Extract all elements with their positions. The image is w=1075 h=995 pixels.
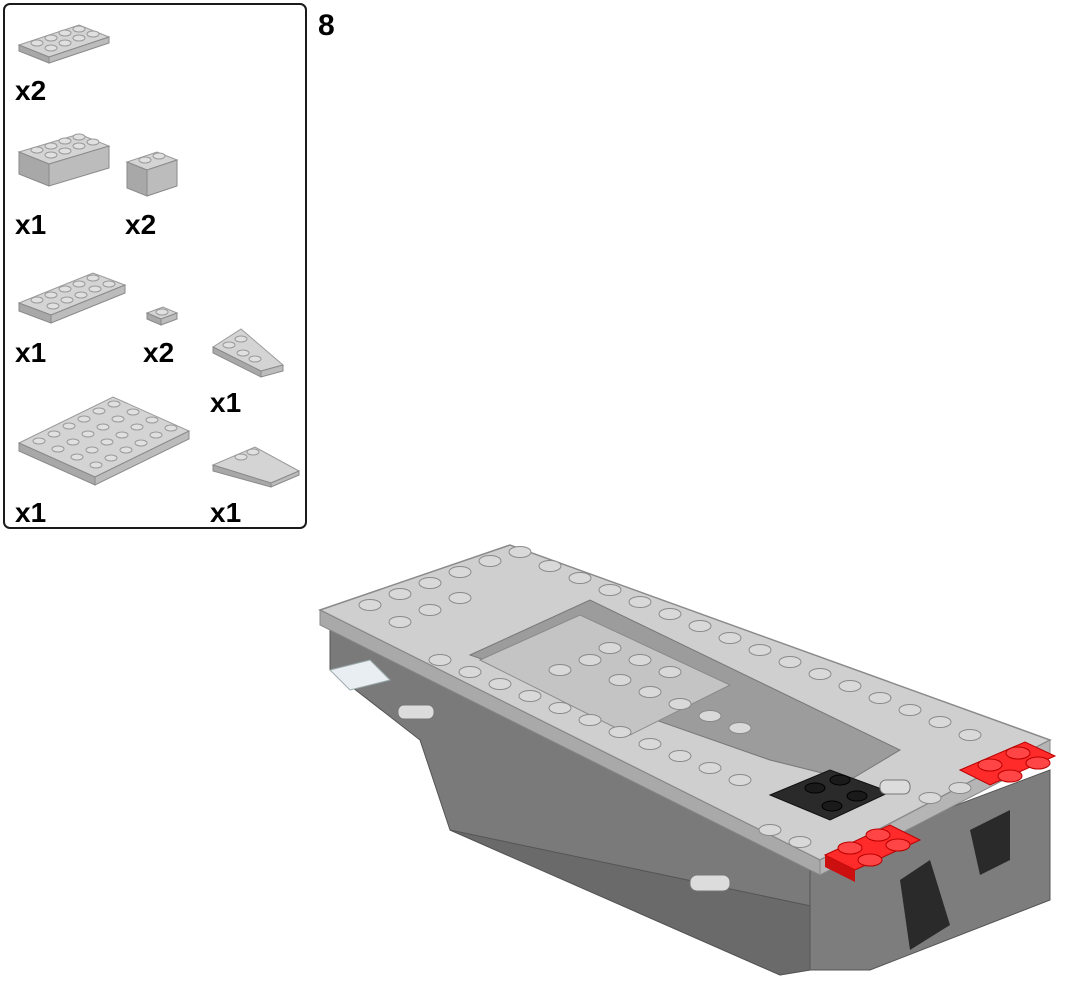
wedge-plate-left-icon (211, 446, 301, 488)
qty-wedge-plate-right: x1 (210, 387, 242, 418)
qty-brick-2x4: x1 (15, 209, 47, 240)
qty-brick-1x2: x2 (125, 209, 157, 240)
step-number: 8 (318, 9, 335, 42)
qty-plate-2x6: x1 (15, 337, 47, 368)
qty-wedge-plate-left: x1 (210, 497, 242, 528)
qty-plate-2x4: x2 (15, 75, 47, 106)
plate-1x1-icon (145, 306, 179, 326)
plate-2x4-icon (17, 24, 111, 64)
assembled-model-illustration (318, 544, 1057, 976)
brick-2x4-icon (17, 133, 111, 187)
plate-2x6-icon (17, 272, 127, 324)
plate-4x6-icon (17, 396, 191, 486)
qty-plate-1x1: x2 (143, 337, 175, 368)
qty-plate-4x6: x1 (15, 497, 47, 528)
wedge-plate-right-icon (211, 328, 285, 378)
brick-1x2-icon (125, 151, 179, 197)
parts-list-panel: x2 x1 x2 x1 (3, 3, 307, 529)
